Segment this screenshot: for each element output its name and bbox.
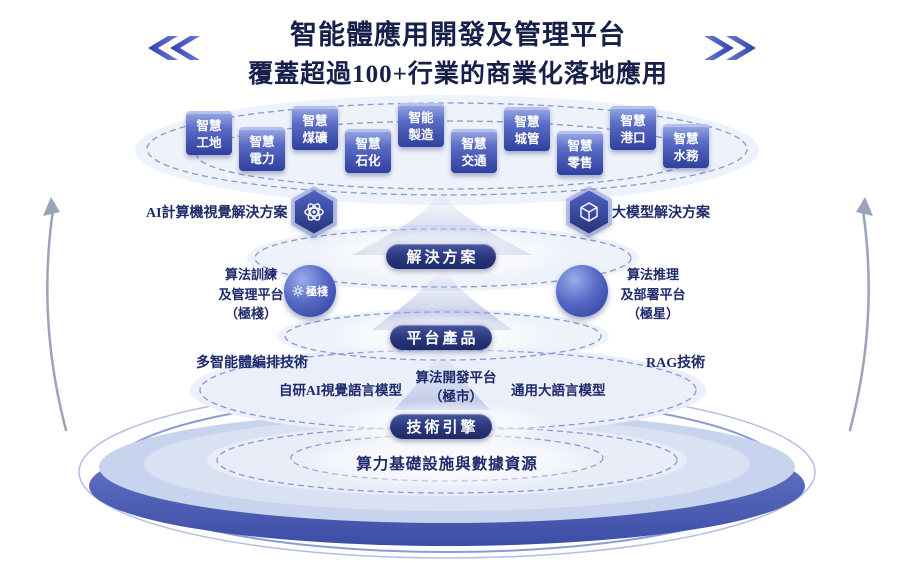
platform-right-line: 算法推理 — [626, 267, 679, 282]
ai-vision-hexagon — [291, 186, 337, 238]
industry-label: 智慧 — [196, 119, 222, 134]
hexagon-halo — [566, 186, 612, 238]
engine-llm-label: 通用大語言模型 — [511, 383, 606, 398]
industry-label: 工地 — [196, 135, 222, 150]
industry-label: 交通 — [461, 153, 487, 168]
platform-right-label: 算法推理 及部署平台 （極星） — [611, 265, 695, 324]
platform-left-line: 算法訓練 — [224, 267, 277, 282]
industry-box-petrochemical: 智慧 石化 — [345, 129, 391, 173]
industry-box-construction: 智慧 工地 — [186, 111, 232, 155]
solution-right-label: 大模型解決方案 — [612, 206, 710, 221]
industry-box-water: 智慧 水務 — [663, 124, 709, 168]
platform-left-line: 及管理平台 — [218, 286, 284, 302]
jizhan-logo: 極棧 — [292, 283, 328, 299]
large-model-hexagon — [566, 186, 612, 238]
hexagon-halo — [291, 186, 337, 238]
industry-box-port: 智慧 港口 — [610, 106, 656, 150]
platform-right-line: 及部署平台 — [620, 286, 686, 302]
jixing-platform-sphere — [556, 265, 608, 317]
industry-box-manufacturing: 智能 製造 — [398, 103, 444, 147]
platform-right-line: （極星） — [626, 306, 679, 321]
industry-label: 智慧 — [461, 137, 487, 152]
industry-label: 智慧 — [302, 114, 328, 129]
industry-label: 石化 — [355, 153, 381, 168]
jizhan-platform-sphere: 極棧 — [284, 265, 336, 317]
industry-label: 智能 — [408, 111, 434, 126]
solutions-banner: 解決方案 — [386, 244, 496, 269]
page-title: 智能體應用開發及管理平台 覆蓋超過100+行業的商業化落地應用 — [0, 13, 916, 90]
jizhan-logo-text: 極棧 — [306, 286, 328, 298]
chevrons-left-icon — [148, 36, 200, 60]
hexagon-face — [570, 190, 608, 234]
right-curved-arrow-icon — [848, 197, 873, 432]
industry-box-transport: 智慧 交通 — [451, 129, 497, 173]
title-line-2: 覆蓋超過100+行業的商業化落地應用 — [248, 61, 668, 88]
base-infrastructure-label: 算力基礎設施與數據資源 — [356, 456, 538, 473]
chevrons-right-icon — [704, 36, 756, 60]
ai-vision-icon — [304, 203, 324, 221]
industry-label: 城管 — [514, 131, 540, 146]
engine-dev-platform-line: 算法開發平台 — [415, 370, 497, 385]
industry-label: 港口 — [620, 130, 646, 145]
industry-box-city-mgmt: 智慧 城管 — [504, 107, 550, 151]
industry-label: 智慧 — [620, 114, 646, 129]
platform-left-line: （極棧） — [224, 306, 277, 321]
industry-label: 零售 — [567, 155, 593, 170]
industry-label: 智慧 — [355, 137, 381, 152]
technology-engine-banner: 技術引擎 — [390, 414, 492, 439]
solution-left-label: AI計算機視覺解決方案 — [146, 206, 288, 221]
hexagon-face — [295, 190, 333, 234]
industry-box-coal: 智慧 煤礦 — [292, 106, 338, 150]
platform-left-label: 算法訓練 及管理平台 （極棧） — [209, 265, 293, 324]
title-line-1: 智能體應用開發及管理平台 — [290, 20, 626, 50]
industry-label: 智慧 — [673, 132, 699, 147]
gear-icon — [292, 285, 304, 297]
left-curved-arrow-icon — [43, 197, 68, 432]
industry-box-retail: 智慧 零售 — [557, 131, 603, 175]
industry-label: 電力 — [249, 151, 275, 166]
industry-label: 智慧 — [249, 135, 275, 150]
industry-box-power: 智慧 電力 — [239, 127, 285, 171]
industry-label: 智慧 — [567, 139, 593, 154]
engine-dev-platform-label: 算法開發平台 （極市） — [400, 369, 512, 407]
industry-label: 智慧 — [514, 115, 540, 130]
engine-vlm-label: 自研AI視覺語言模型 — [279, 383, 403, 398]
industry-label: 製造 — [408, 127, 434, 142]
engine-multi-agent-label: 多智能體編排技術 — [196, 356, 308, 371]
engine-rag-label: RAG技術 — [646, 356, 706, 371]
engine-dev-platform-line: （極市） — [429, 388, 483, 404]
industry-label: 水務 — [673, 148, 699, 163]
cube-icon — [580, 202, 598, 222]
platform-products-banner: 平台產品 — [390, 325, 492, 350]
industry-label: 煤礦 — [302, 130, 328, 145]
